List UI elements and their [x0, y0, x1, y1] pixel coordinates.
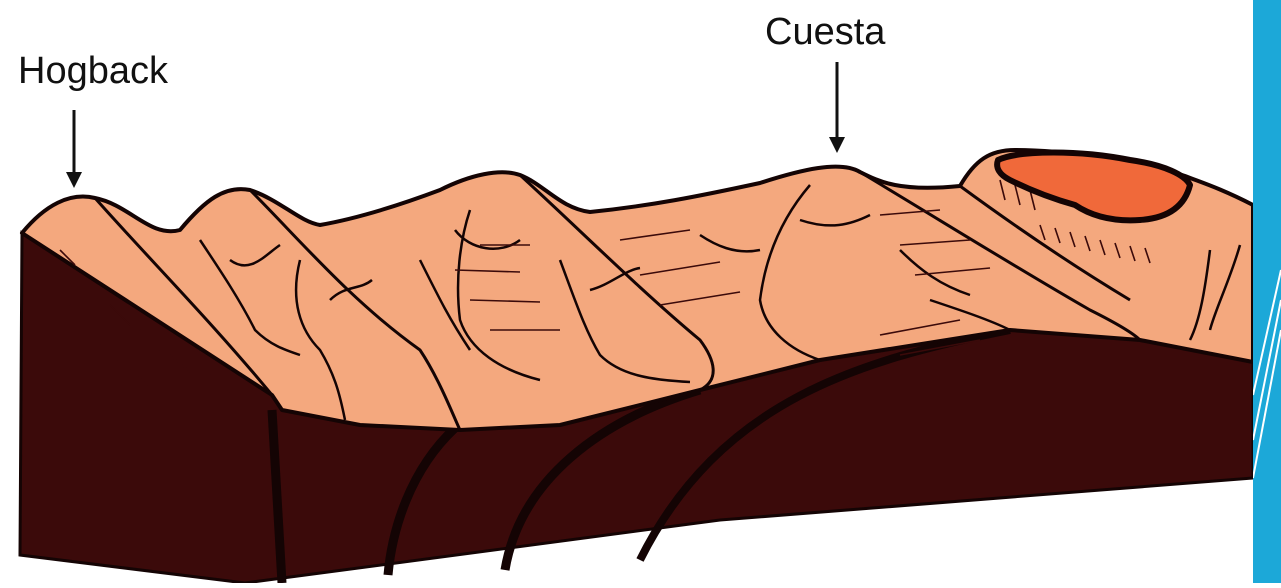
arrow-down-icon: [829, 62, 845, 153]
cuesta-label: Cuesta: [765, 13, 885, 51]
arrow-down-icon: [66, 110, 82, 188]
hogback-label: Hogback: [18, 52, 168, 90]
decorative-side-band: [1253, 0, 1281, 583]
